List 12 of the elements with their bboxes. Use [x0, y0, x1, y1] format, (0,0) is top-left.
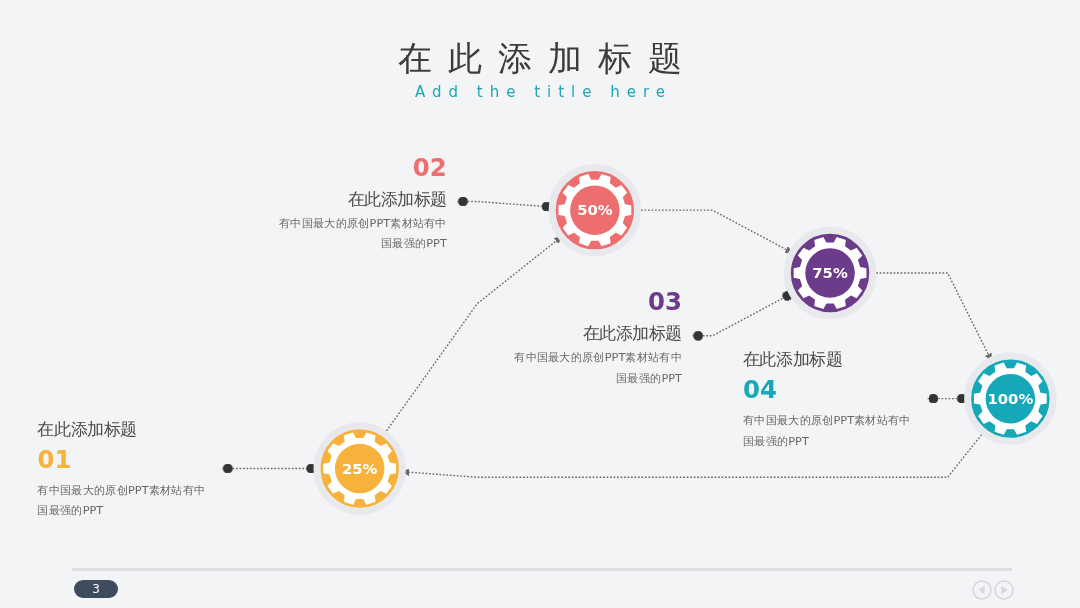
node-circle: 75%: [783, 226, 877, 320]
title: 在此添加标题: [397, 37, 698, 80]
node-text: 03 在此添加标题 有中国最大的原创PPT素材站有中国最强的PPT: [514, 287, 682, 384]
page-number: 3: [74, 580, 118, 598]
node-circle: 25%: [313, 422, 406, 515]
node-circle: 50%: [548, 164, 642, 257]
node-text: 在此添加标题 01 有中国最大的原创PPT素材站有中国最强的PPT: [37, 419, 206, 517]
node-circle: 100%: [964, 352, 1057, 445]
subtitle: Add the title here: [413, 83, 673, 101]
connector: [691, 290, 794, 342]
node-text: 在此添加标题 04 有中国最大的原创PPT素材站有中国最强的PPT: [742, 349, 911, 447]
node-text: 02 在此添加标题 有中国最大的原创PPT素材站有中国最强的PPT: [279, 153, 447, 250]
